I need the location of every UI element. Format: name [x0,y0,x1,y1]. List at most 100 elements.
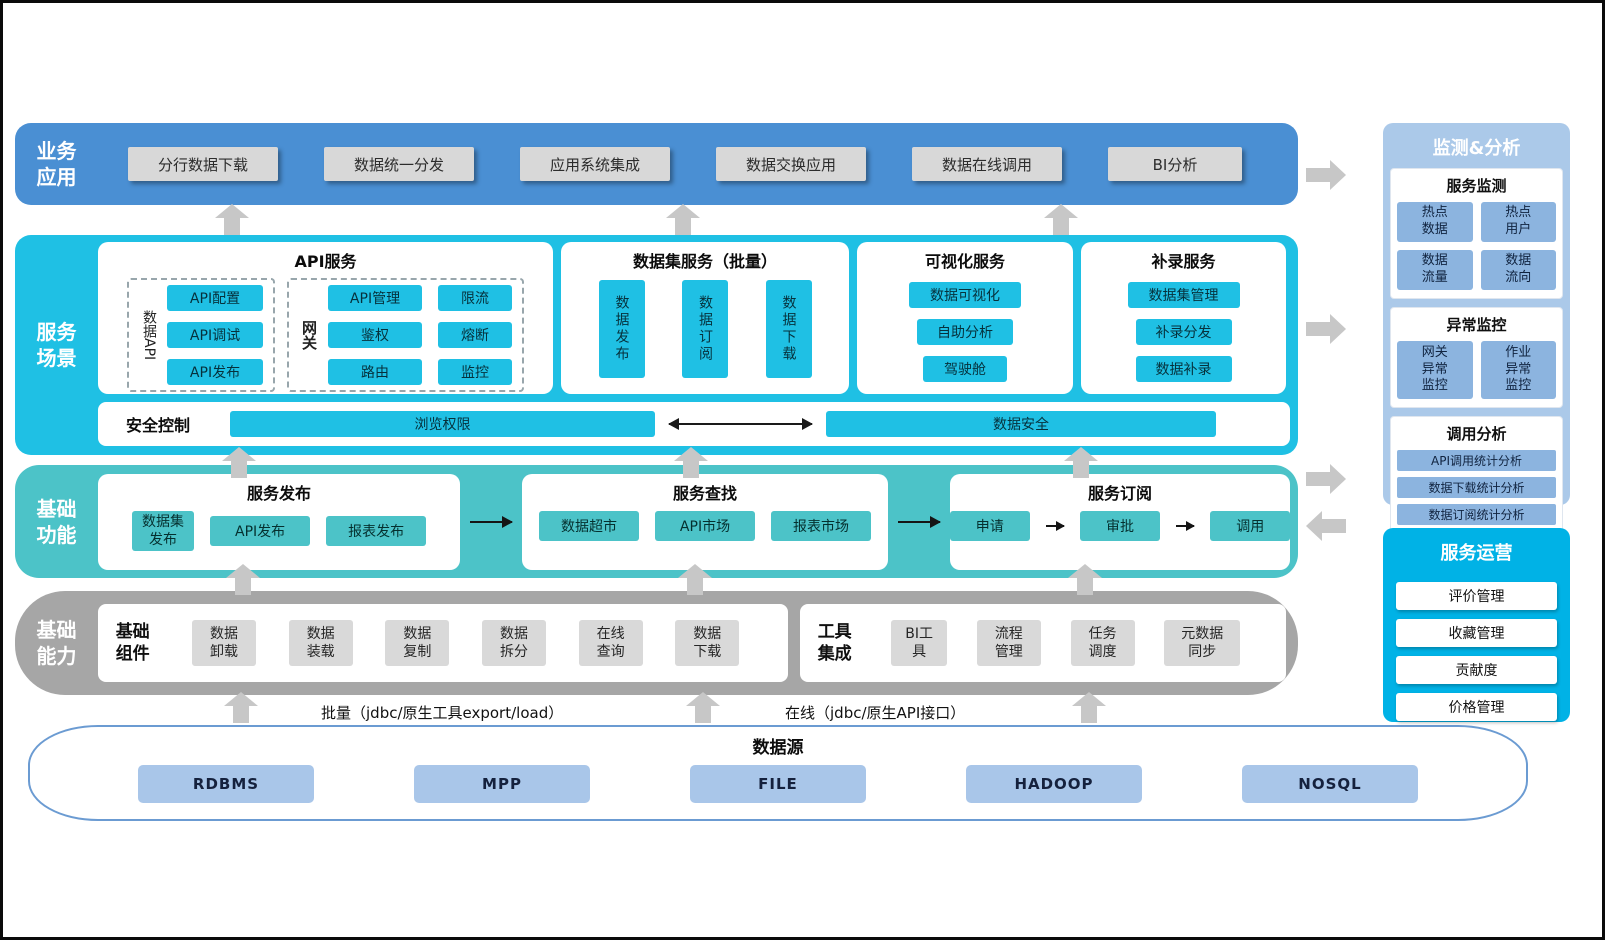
flow-arrow-right-thin [898,515,941,528]
datasource-file: FILE [690,765,866,803]
business-items-row: 分行数据下载 数据统一分发 应用系统集成 数据交换应用 数据在线调用 BI分析 [98,123,1298,205]
apply-item: 申请 [950,510,1030,541]
api-service-box: API服务 数据API API配置 API调试 API发布 网关 [98,242,553,394]
api-publish-item: API发布 [167,359,263,385]
scene-content: API服务 数据API API配置 API调试 API发布 网关 [98,235,1298,455]
data-download-item: 数据下载 [675,620,740,666]
online-flow-label: 在线（jdbc/原生API接口） [785,704,966,722]
tool-integration-buttons: BI工具 流程管理 任务调度 元数据同步 [861,620,1270,666]
datasource-mpp: MPP [414,765,590,803]
band-label-capability-text: 基础能力 [36,618,77,668]
security-control-bar: 安全控制 浏览权限 数据安全 [98,402,1290,446]
api-config-item: API配置 [167,285,263,311]
gateway-exception-item: 网关异常监控 [1397,341,1473,399]
flow-arrow-up [678,564,712,595]
datasource-container: 数据源 RDBMS MPP FILE HADOOP NOSQL [28,725,1528,821]
capability-content: 基础组件 数据卸载 数据装载 数据复制 数据拆分 在线查询 数据下载 工具集成 … [98,591,1298,695]
evaluation-manage-item: 评价管理 [1396,582,1557,610]
dataset-publish-item: 数据集发布 [131,510,195,551]
basic-capability-band: 基础能力 基础组件 数据卸载 数据装载 数据复制 数据拆分 在线查询 数据下载 … [15,591,1298,695]
tool-integration-label-text: 工具集成 [817,621,852,664]
data-supplement-item: 数据补录 [1135,356,1232,382]
flow-arrow-right [1306,314,1346,344]
exception-monitor-title: 异常监控 [1446,316,1507,334]
datasource-nosql: NOSQL [1242,765,1418,803]
data-publish-item: 数据发布 [598,280,645,378]
service-subscribe-title: 服务订阅 [1087,483,1152,503]
task-schedule-item: 任务调度 [1070,620,1135,666]
datasource-title: 数据源 [752,738,804,758]
batch-flow-label: 批量（jdbc/原生工具export/load） [321,704,564,722]
flow-arrow-right [1306,160,1346,190]
dataset-manage-item: 数据集管理 [1127,282,1240,308]
data-api-group: 数据API API配置 API调试 API发布 [127,278,275,392]
browse-permission-item: 浏览权限 [230,411,656,437]
service-publish-box: 服务发布 数据集发布 API发布 报表发布 [98,473,460,570]
data-security-item: 数据安全 [826,411,1216,437]
basic-components-label-text: 基础组件 [115,621,150,664]
business-app-item: 数据在线调用 [912,147,1062,181]
tool-integration-box: 工具集成 BI工具 流程管理 任务调度 元数据同步 [800,604,1286,682]
band-label-function-text: 基础功能 [36,496,77,547]
dashboard-item: 驾驶舱 [923,356,1007,382]
data-flow-item: 数据流向 [1480,250,1556,290]
basic-function-band: 基础功能 服务发布 数据集发布 API发布 报表发布 服务查找 数据超市 API… [15,465,1298,578]
exception-monitor-buttons: 网关异常监控 作业异常监控 [1397,341,1556,399]
data-market-item: 数据超市 [539,510,639,541]
gateway-item: 监控 [438,359,512,385]
dataset-service-box: 数据集服务（批量） 数据发布 数据订阅 数据下载 [561,242,849,394]
supplement-buttons: 数据集管理 补录分发 数据补录 [1081,276,1286,382]
online-query-item: 在线查询 [578,620,643,666]
service-search-buttons: 数据超市 API市场 报表市场 [522,510,888,541]
data-traffic-item: 数据流量 [1397,250,1473,290]
approve-item: 审批 [1080,510,1160,541]
datasource-buttons: RDBMS MPP FILE HADOOP NOSQL [30,758,1526,803]
band-label-scene: 服务场景 [15,235,98,455]
basic-components-buttons: 数据卸载 数据装载 数据复制 数据拆分 在线查询 数据下载 [159,620,772,666]
api-publish-item: API发布 [210,515,311,546]
flow-arrow-left [1306,511,1346,541]
business-app-item: 分行数据下载 [128,147,278,181]
process-manage-item: 流程管理 [976,620,1041,666]
basic-components-box: 基础组件 数据卸载 数据装载 数据复制 数据拆分 在线查询 数据下载 [98,604,788,682]
flow-arrow-up [1044,204,1078,235]
bi-tool-item: BI工具 [891,620,948,666]
data-load-item: 数据装载 [288,620,353,666]
visual-service-box: 可视化服务 数据可视化 自助分析 驾驶舱 [857,242,1073,394]
service-publish-title: 服务发布 [246,483,311,503]
service-search-box: 服务查找 数据超市 API市场 报表市场 [522,473,888,570]
service-subscribe-box: 服务订阅 申请 审批 调用 [950,473,1291,570]
flow-arrow-up [674,447,708,478]
band-label-capability: 基础能力 [15,591,98,695]
business-app-item: 数据统一分发 [324,147,474,181]
flow-arrow-right-small [1045,520,1065,531]
gateway-item: 鉴权 [328,322,422,348]
hot-user-item: 热点用户 [1480,202,1556,242]
band-label-business-text: 业务应用 [36,139,77,189]
flow-arrow-up [1072,692,1106,723]
gateway-item: 限流 [438,285,512,311]
data-api-label: 数据API [141,309,157,361]
tool-integration-label: 工具集成 [816,621,853,665]
supplement-service-box: 补录服务 数据集管理 补录分发 数据补录 [1081,242,1286,394]
gateway-group: 网关 API管理 限流 鉴权 熔断 路由 监控 [287,278,524,392]
invoke-item: 调用 [1210,510,1291,541]
self-analysis-item: 自助分析 [917,319,1013,345]
band-label-scene-text: 服务场景 [36,320,77,370]
business-application-band: 业务应用 分行数据下载 数据统一分发 应用系统集成 数据交换应用 数据在线调用 … [15,123,1298,205]
api-market-item: API市场 [655,510,755,541]
service-operation-panel: 服务运营 评价管理 收藏管理 贡献度 价格管理 [1383,528,1570,722]
scene-boxes-row: API服务 数据API API配置 API调试 API发布 网关 [98,242,1290,394]
flow-arrow-right-small [1175,520,1196,531]
visual-buttons: 数据可视化 自助分析 驾驶舱 [857,276,1073,382]
service-scene-band: 服务场景 API服务 数据API API配置 API调试 API发布 [15,235,1298,455]
supplement-service-title: 补录服务 [1151,252,1216,271]
flow-arrow-up [686,692,720,723]
flow-arrow-up [222,447,256,478]
api-call-stats-item: API调用统计分析 [1397,450,1556,471]
datasource-rdbms: RDBMS [138,765,314,803]
api-groups: 数据API API配置 API调试 API发布 网关 API管理 限流 [98,276,553,392]
data-api-buttons: API配置 API调试 API发布 [167,285,263,385]
security-control-title: 安全控制 [126,416,191,435]
